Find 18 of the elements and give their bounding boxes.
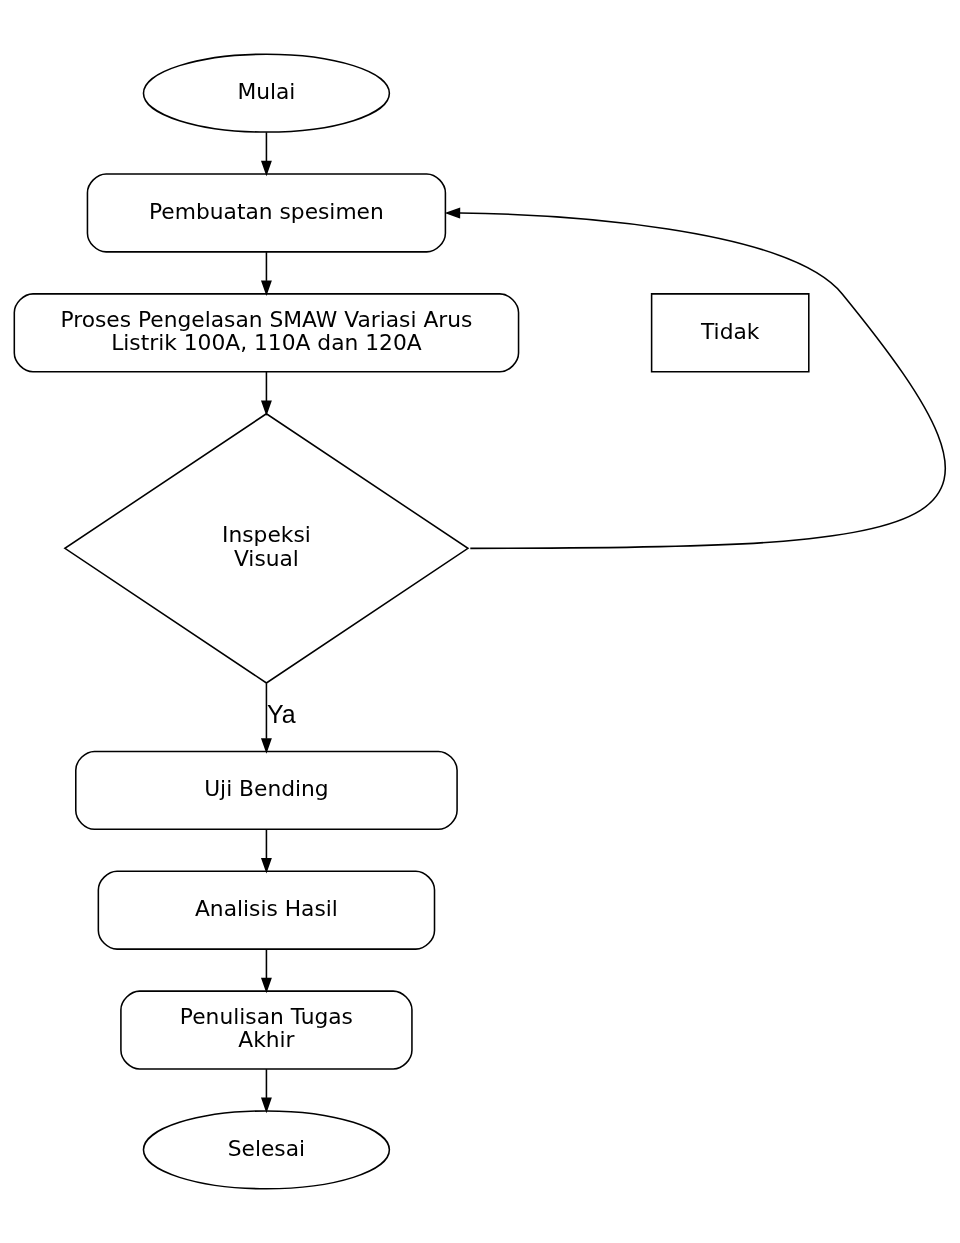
arrow — [260, 1068, 272, 1114]
node-diamond: Inspeksi Visual — [63, 412, 470, 684]
arrow — [260, 948, 272, 994]
node-box: Pembuatan spesimen — [86, 173, 447, 253]
node-box: Analisis Hasil — [97, 870, 436, 950]
arrow — [444, 207, 947, 550]
arrow — [260, 682, 272, 754]
node-box: Penulisan Tugas Akhir — [120, 990, 413, 1070]
arrow — [260, 131, 272, 177]
arrow — [260, 828, 272, 874]
node-box: Proses Pengelasan SMAW Variasi Arus Listrik 100A, 110A dan 120A — [13, 293, 520, 373]
edge-label: Ya — [266, 700, 296, 729]
node-box: Tidak — [650, 293, 810, 373]
node-ellipse: Selesai — [142, 1110, 391, 1190]
arrow — [260, 251, 272, 297]
arrow — [260, 371, 272, 417]
node-box: Uji Bending — [75, 750, 458, 831]
node-ellipse: Mulai — [142, 53, 391, 133]
